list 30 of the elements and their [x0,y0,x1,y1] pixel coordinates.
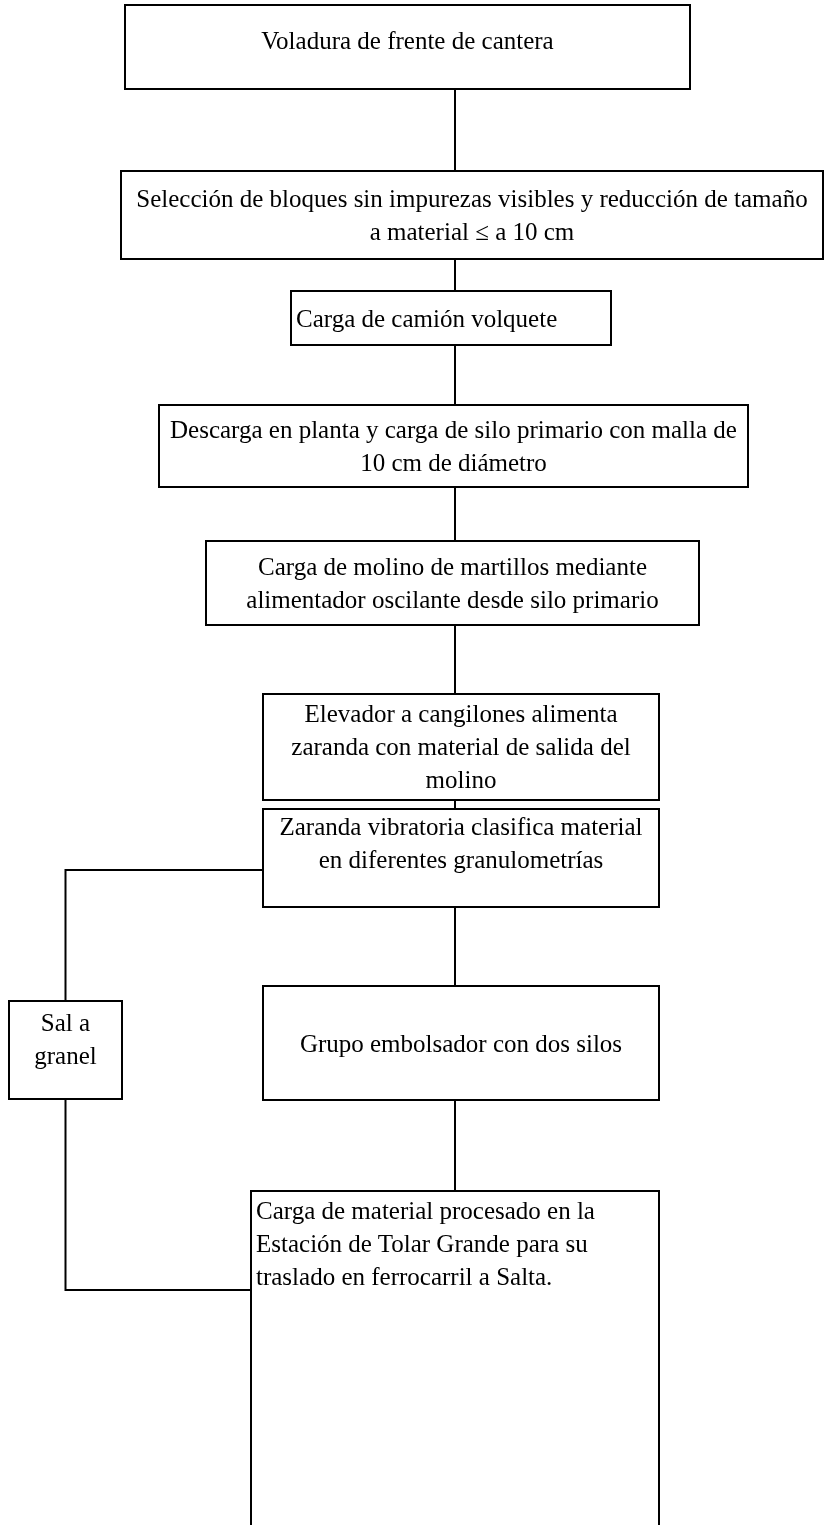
step-text: Zaranda vibratoria clasifica material en diferentes granulometrías [278,812,644,875]
step-text: Elevador a cangilones alimenta zaranda con material de salida del molino [290,699,632,795]
connector-line [454,625,456,694]
process-box [250,1190,660,1525]
connector-line [454,89,456,171]
step-text: Grupo embolsador con dos silos [299,1028,623,1059]
step-text: Carga de camión volquete [296,303,558,334]
connector-line [454,907,456,986]
process-box [8,1000,123,1100]
process-box [262,985,660,1101]
step-text: Carga de molino de martillos mediante alimentador oscilante desde silo primario [245,552,660,615]
connector-line [64,1099,251,1291]
connector-line [64,869,263,1001]
step-text: Descarga en planta y carga de silo primario con malla de 10 cm de diámetro [169,415,738,478]
step-text: Voladura de frente de cantera [261,26,554,56]
process-box [205,540,700,626]
process-box [290,290,612,346]
connector-line [454,345,456,405]
step-text: Sal a granel [33,1008,98,1071]
step-text: Selección de bloques sin impurezas visibles y reducción de tamaño a material ≤ a 10 cm [135,184,809,247]
process-box [124,4,691,90]
step-text: Carga de material procesado en la Estación de Tolar Grande para su traslado en ferrocarril a Salta. [256,1196,596,1292]
connector-line [454,1100,456,1191]
connector-line [454,259,456,291]
process-box [120,170,824,260]
process-box [262,693,660,801]
process-box [262,808,660,908]
connector-line [454,800,456,809]
process-box [158,404,749,488]
connector-line [454,487,456,541]
